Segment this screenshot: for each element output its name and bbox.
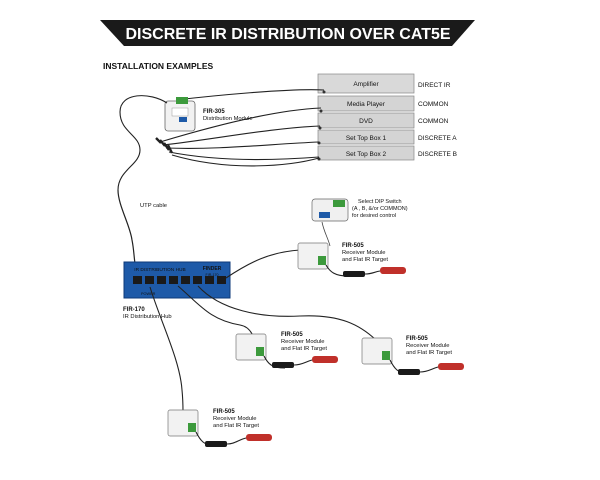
flat-ir-target	[312, 356, 338, 363]
dip-switch-detail: Select DIP Switch (A , B, &/or COMMON) f…	[311, 198, 408, 247]
receiver-model: FIR-505	[406, 336, 428, 342]
device-set-top-box-2: Set Top Box 2 DISCRETE B	[317, 145, 457, 161]
device-name: Media Player	[347, 101, 386, 108]
device-name: Amplifier	[353, 81, 379, 88]
device-output-label: DIRECT IR	[418, 82, 451, 89]
device-box	[317, 145, 415, 161]
emitter-plugs	[155, 137, 174, 154]
receiver-module-3: FIR-505 Receiver Module and Flat IR Targ…	[361, 336, 464, 375]
device-name: DVD	[359, 118, 373, 125]
receiver-line1: Receiver Module	[281, 339, 325, 345]
hub-brand-sub: FIR-170	[206, 273, 219, 277]
dip-pointer	[321, 221, 331, 247]
device-name: Set Top Box 1	[346, 135, 387, 142]
dip-note-line3: for desired control	[352, 213, 396, 219]
banner-background	[100, 20, 475, 46]
receiver-line2: and Flat IR Target	[406, 350, 452, 356]
flat-ir-target	[438, 363, 464, 370]
ir-distribution-hub: IR DISTRIBUTION HUB FINDER FIR-170 POWER…	[123, 261, 231, 320]
module-model: FIR-305	[203, 109, 225, 115]
device-box	[317, 73, 415, 94]
receiver-line1: Receiver Module	[213, 416, 257, 422]
device-output-label: DISCRETE B	[418, 151, 457, 158]
receiver-line2: and Flat IR Target	[213, 423, 259, 429]
device-name: Set Top Box 2	[346, 151, 387, 158]
emitter-cables	[159, 89, 325, 167]
device-dvd: DVD COMMON	[317, 112, 449, 129]
device-amplifier: Amplifier DIRECT IR	[317, 73, 451, 94]
utp-cable	[117, 189, 136, 264]
banner-title: DISCRETE IR DISTRIBUTION OVER CAT5E	[125, 26, 450, 43]
emitter-dots	[317, 90, 326, 161]
flat-ir-target	[380, 267, 406, 274]
device-output-label: COMMON	[418, 118, 449, 125]
receiver-model: FIR-505	[342, 243, 364, 249]
receiver-line2: and Flat IR Target	[342, 257, 388, 263]
hub-power-label: POWER	[141, 292, 156, 296]
module-cable-loop	[117, 95, 168, 191]
module-terminal-green	[176, 97, 188, 104]
device-box	[317, 129, 415, 145]
hub-brand: FINDER	[203, 266, 222, 272]
device-box	[317, 95, 415, 112]
receiver-model: FIR-505	[213, 409, 235, 415]
distribution-module: FIR-305 Distribution Module	[164, 97, 253, 132]
receiver-line2: and Flat IR Target	[281, 346, 327, 352]
section-heading: INSTALLATION EXAMPLES	[103, 61, 214, 71]
hub-ports	[133, 276, 226, 284]
receiver-module-2: FIR-505 Receiver Module and Flat IR Targ…	[235, 332, 338, 369]
dip-note-line1: Select DIP Switch	[358, 199, 402, 205]
hub-panel-text: IR DISTRIBUTION HUB	[134, 267, 185, 273]
cable-label: UTP cable	[140, 203, 167, 209]
receiver-module-1: FIR-505 Receiver Module and Flat IR Targ…	[297, 242, 406, 277]
device-set-top-box-1: Set Top Box 1 DISCRETE A	[317, 129, 457, 145]
hub-description: IR Distribution Hub	[123, 314, 172, 320]
device-media-player: Media Player COMMON	[317, 95, 449, 112]
dip-note-line2: (A , B, &/or COMMON)	[352, 206, 408, 212]
hub-model: FIR-170	[123, 307, 145, 313]
device-stack: Amplifier DIRECT IR Media Player COMMON …	[317, 73, 457, 161]
device-output-label: COMMON	[418, 101, 449, 108]
receiver-module-4: FIR-505 Receiver Module and Flat IR Targ…	[167, 409, 272, 447]
module-description: Distribution Module	[203, 116, 253, 122]
flat-ir-target	[246, 434, 272, 441]
device-output-label: DISCRETE A	[418, 135, 457, 142]
receiver-model: FIR-505	[281, 332, 303, 338]
receiver-line1: Receiver Module	[406, 343, 450, 349]
receiver-line1: Receiver Module	[342, 250, 386, 256]
title-banner: DISCRETE IR DISTRIBUTION OVER CAT5E	[100, 20, 475, 46]
device-box	[317, 112, 415, 129]
